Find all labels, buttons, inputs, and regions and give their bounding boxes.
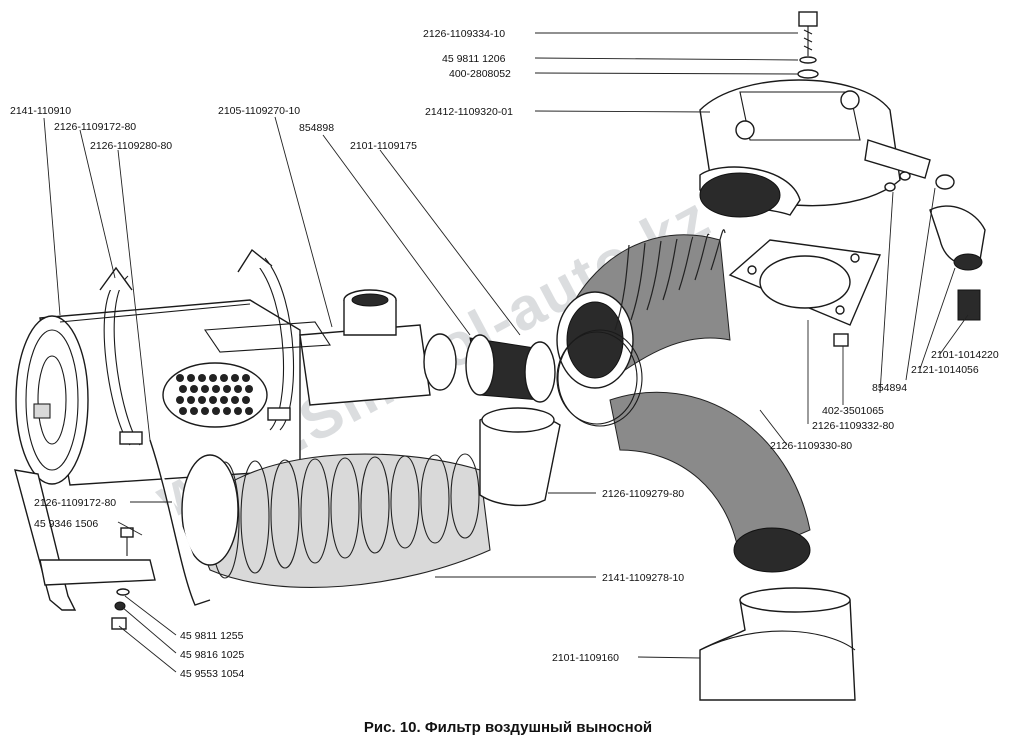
label-2126-1109280-80: 2126-1109280-80 bbox=[90, 140, 172, 152]
part-labels: 2126-1109334-10 45 9811 1206 400-2808052… bbox=[10, 28, 999, 680]
label-854894: 854894 bbox=[872, 382, 907, 394]
bracket-bolt bbox=[120, 527, 134, 556]
leader-lines bbox=[43, 32, 969, 673]
label-400-2808052: 400-2808052 bbox=[449, 68, 511, 80]
hose-clamp-mid bbox=[556, 329, 643, 427]
label-2101-1109160: 2101-1109160 bbox=[552, 652, 619, 664]
air-intake-cap bbox=[699, 79, 931, 218]
short-corrugated-hose bbox=[465, 334, 556, 403]
label-45-9553-1054: 45 9553 1054 bbox=[180, 668, 244, 680]
label-2126-1109172-80-bottom: 2126-1109172-80 bbox=[34, 497, 116, 509]
filter-clamp-left bbox=[99, 266, 143, 446]
label-45-9811-1206: 45 9811 1206 bbox=[442, 53, 506, 65]
label-2121-1014056: 2121-1014056 bbox=[911, 364, 979, 376]
label-45-9811-1255: 45 9811 1255 bbox=[180, 630, 244, 642]
label-2101-1014220: 2101-1014220 bbox=[931, 349, 999, 361]
small-parts-right bbox=[833, 171, 986, 347]
label-2105-1109270-10: 2105-1109270-10 bbox=[218, 105, 300, 117]
lower-corrugated-hose bbox=[181, 453, 491, 588]
label-45-9816-1025: 45 9816 1025 bbox=[180, 649, 244, 661]
figure-caption: Рис. 10. Фильтр воздушный выносной bbox=[364, 719, 652, 736]
label-21412-1109320-01: 21412-1109320-01 bbox=[425, 106, 513, 118]
gasket-flange bbox=[728, 239, 882, 326]
top-bolt bbox=[798, 11, 818, 56]
label-402-3501065: 402-3501065 bbox=[822, 405, 884, 417]
label-2126-1109334-10: 2126-1109334-10 bbox=[423, 28, 505, 40]
top-washers bbox=[797, 56, 819, 79]
thermostat-valve-body bbox=[204, 289, 457, 406]
exhaust-shroud bbox=[699, 587, 856, 701]
label-2141-1109278-10: 2141-1109278-10 bbox=[602, 572, 684, 584]
bracket-fasteners bbox=[111, 588, 130, 630]
upper-corrugated-hose bbox=[556, 229, 731, 389]
label-2141-110910: 2141-110910 bbox=[10, 105, 71, 117]
label-854898-top: 854898 bbox=[299, 122, 334, 134]
label-2126-1109279-80: 2126-1109279-80 bbox=[602, 488, 684, 500]
label-2126-1109332-80: 2126-1109332-80 bbox=[812, 420, 894, 432]
filter-clamp-right bbox=[237, 248, 295, 431]
label-2101-1109175: 2101-1109175 bbox=[350, 140, 417, 152]
label-2126-1109172-80-top: 2126-1109172-80 bbox=[54, 121, 136, 133]
hot-air-hose bbox=[609, 391, 811, 573]
label-45-9346-1506: 45 9346 1506 bbox=[34, 518, 98, 530]
mounting-bracket bbox=[14, 439, 211, 611]
label-2126-1109330-80: 2126-1109330-80 bbox=[770, 440, 852, 452]
short-sleeve bbox=[479, 407, 561, 507]
intake-grille bbox=[162, 362, 268, 428]
